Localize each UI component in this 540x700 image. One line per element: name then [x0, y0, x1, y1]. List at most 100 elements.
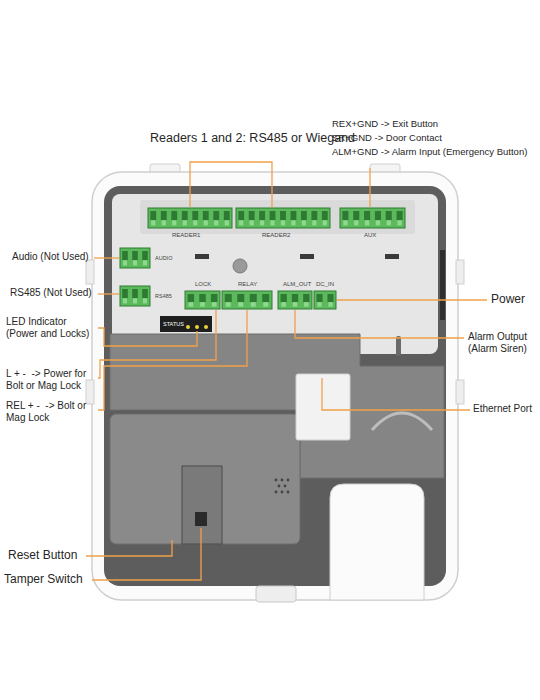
- callout-label: Readers 1 and 2: RS485 or Wiegand: [150, 131, 355, 146]
- terminal-screw: [328, 302, 332, 307]
- terminal-pin: [211, 294, 218, 302]
- terminal-pin: [353, 211, 359, 220]
- housing-clip: [86, 260, 94, 284]
- terminal-screw: [133, 260, 137, 265]
- terminal-pin: [122, 289, 128, 298]
- terminal-pin: [322, 211, 328, 220]
- callout-label: LED Indicator (Power and Locks): [6, 316, 96, 340]
- terminal-pin: [311, 211, 317, 220]
- housing-clip: [456, 260, 464, 284]
- terminal-screw: [312, 220, 316, 225]
- terminal-screw: [281, 302, 286, 307]
- terminal-screw: [323, 220, 327, 225]
- terminal-block: [120, 248, 150, 268]
- terminal-screw: [270, 220, 274, 225]
- terminal-block: [148, 208, 232, 228]
- terminal-screw: [151, 220, 155, 225]
- callout-label: ALM+GND -> Alarm Input (Emergency Button…: [332, 146, 527, 157]
- terminal-pin: [259, 211, 265, 220]
- silk-label: READER1: [172, 232, 200, 239]
- led: [186, 325, 190, 329]
- terminal-pin: [238, 211, 244, 220]
- terminal-pin: [237, 294, 244, 302]
- terminal-pin: [142, 289, 148, 298]
- tamper-housing: [182, 466, 222, 544]
- cable-clip: [372, 413, 432, 430]
- status-window: [160, 316, 212, 332]
- callout-label: SR+GND -> Door Contact: [332, 132, 442, 143]
- terminal-screw: [225, 220, 229, 225]
- terminal-pin: [375, 211, 381, 220]
- terminal-pin: [316, 294, 322, 302]
- terminal-pin: [188, 294, 195, 302]
- terminal-pin: [291, 211, 297, 220]
- terminal-screw: [354, 220, 358, 225]
- terminal-block: [314, 291, 336, 309]
- terminal-block: [222, 291, 272, 309]
- leader-lines: [86, 162, 487, 580]
- board-strip: [140, 200, 415, 234]
- terminal-screw: [365, 220, 369, 225]
- terminal-screw: [183, 220, 187, 225]
- terminal-screw: [162, 220, 166, 225]
- led: [204, 325, 208, 329]
- terminal-pin: [280, 211, 286, 220]
- cover-slot: [396, 336, 401, 356]
- terminal-blocks: [120, 208, 405, 309]
- terminal-pin: [386, 211, 392, 220]
- silk-label: STATUS: [163, 321, 184, 328]
- terminal-screw: [212, 302, 217, 307]
- terminal-block: [236, 208, 330, 228]
- terminal-screw: [133, 298, 137, 303]
- callout-label: REX+GND -> Exit Button: [332, 118, 438, 129]
- terminal-screw: [376, 220, 380, 225]
- terminal-pin: [270, 211, 276, 220]
- screw: [233, 259, 247, 273]
- terminal-pin: [303, 294, 309, 302]
- silk-label: AUDIO: [155, 255, 172, 262]
- terminal-screw: [317, 302, 321, 307]
- terminal-pin: [280, 294, 286, 302]
- terminal-screw: [189, 302, 194, 307]
- silk-label: AUX: [364, 232, 376, 239]
- terminal-screw: [226, 302, 231, 307]
- terminal-pin: [327, 294, 333, 302]
- terminal-pin: [292, 294, 298, 302]
- terminal-pin: [192, 211, 198, 220]
- terminal-screw: [302, 220, 306, 225]
- terminal-screw: [387, 220, 391, 225]
- callout-label: Alarm Output (Alarm Siren): [468, 331, 536, 355]
- terminal-pin: [203, 211, 209, 220]
- callout-label: Reset Button: [8, 548, 77, 562]
- terminal-pin: [250, 294, 257, 302]
- terminal-pin: [199, 294, 206, 302]
- terminal-pin: [182, 211, 188, 220]
- housing-latch: [256, 586, 296, 602]
- terminal-pin: [397, 211, 403, 220]
- callout-label: Tamper Switch: [4, 572, 83, 586]
- terminal-block: [120, 286, 150, 306]
- terminal-screw: [214, 220, 218, 225]
- component: [300, 254, 314, 259]
- terminal-pin: [213, 211, 219, 220]
- terminal-pin: [142, 251, 148, 260]
- tamper-switch: [195, 512, 207, 526]
- terminal-block: [340, 208, 405, 228]
- callout-label: Ethernet Port: [473, 403, 532, 415]
- terminal-screw: [238, 302, 243, 307]
- terminal-pin: [301, 211, 307, 220]
- callout-label: L + - -> Power for Bolt or Mag Lock: [6, 368, 96, 392]
- terminal-screw: [123, 260, 127, 265]
- speaker-holes: [275, 479, 290, 494]
- terminal-screw: [260, 220, 264, 225]
- terminal-screw: [239, 220, 243, 225]
- component: [385, 254, 399, 259]
- housing: [92, 172, 458, 600]
- terminal-screw: [304, 302, 309, 307]
- callout-label: Audio (Not Used): [12, 251, 89, 263]
- terminal-screw: [143, 298, 147, 303]
- terminal-screw: [251, 302, 256, 307]
- terminal-screw: [204, 220, 208, 225]
- terminal-screw: [281, 220, 285, 225]
- terminal-screw: [200, 302, 205, 307]
